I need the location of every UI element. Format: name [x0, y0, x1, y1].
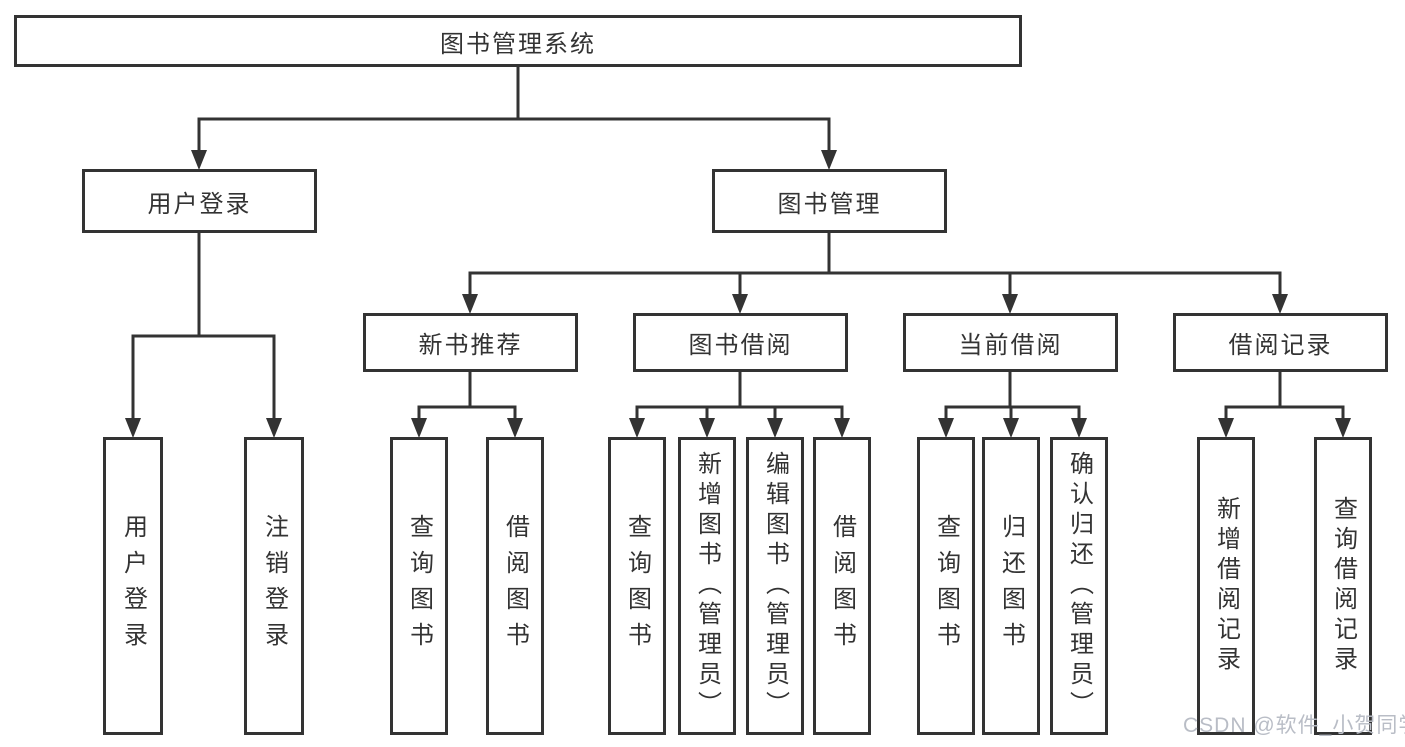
arrow-down-icon [1003, 418, 1019, 438]
node-library-system: 图书管理系统 [14, 15, 1022, 67]
connector-borrow-records-children [1224, 372, 1345, 421]
leaf-return-books: 归还图书 [982, 437, 1040, 735]
leaf-label: 编辑图书（管理员） [761, 451, 789, 721]
leaf-label: 查询借阅记录 [1329, 496, 1357, 676]
arrow-down-icon [1335, 418, 1351, 438]
connector-book-borrow-children [635, 372, 844, 421]
arrowheads [125, 150, 1351, 438]
leaf-label: 确认归还（管理员） [1065, 451, 1093, 721]
connector-new-book-recommend-children [417, 372, 517, 421]
node-label: 图书管理系统 [440, 30, 596, 58]
leaf-label: 查询图书 [932, 514, 960, 658]
connector-current-borrow-children [944, 372, 1081, 421]
arrow-down-icon [1071, 418, 1087, 438]
leaf-query-books-recommend: 查询图书 [390, 437, 448, 735]
arrow-down-icon [125, 418, 141, 438]
leaf-borrow-books: 借阅图书 [813, 437, 871, 735]
leaf-label: 借阅图书 [828, 514, 856, 658]
arrow-down-icon [462, 294, 478, 314]
arrow-down-icon [767, 418, 783, 438]
node-label: 用户登录 [147, 190, 252, 218]
arrow-down-icon [1002, 294, 1018, 314]
connector-book-management-children [468, 233, 1282, 297]
node-borrow-records: 借阅记录 [1173, 313, 1388, 372]
node-current-borrow: 当前借阅 [903, 313, 1118, 372]
node-book-borrow: 图书借阅 [633, 313, 848, 372]
arrow-down-icon [821, 150, 837, 170]
leaf-label: 借阅图书 [501, 514, 529, 658]
leaf-add-borrow-record: 新增借阅记录 [1197, 437, 1255, 735]
leaf-confirm-return-admin: 确认归还（管理员） [1050, 437, 1108, 735]
node-label: 新书推荐 [418, 332, 523, 359]
arrow-down-icon [1272, 294, 1288, 314]
watermark: CSDN @软件_小贺同学 [1183, 714, 1405, 737]
arrow-down-icon [938, 418, 954, 438]
leaf-query-books-borrow: 查询图书 [608, 437, 666, 735]
leaf-label: 用户登录 [119, 514, 147, 658]
node-label: 图书管理 [777, 190, 882, 218]
leaf-label: 注销登录 [260, 514, 288, 658]
leaf-query-borrow-record: 查询借阅记录 [1314, 437, 1372, 735]
leaf-label: 归还图书 [997, 514, 1025, 658]
arrow-down-icon [266, 418, 282, 438]
arrow-down-icon [507, 418, 523, 438]
node-book-management: 图书管理 [712, 169, 947, 233]
node-label: 当前借阅 [958, 332, 1063, 359]
arrow-down-icon [834, 418, 850, 438]
leaf-label: 查询图书 [405, 514, 433, 658]
leaf-borrow-books-recommend: 借阅图书 [486, 437, 544, 735]
arrow-down-icon [629, 418, 645, 438]
arrow-down-icon [411, 418, 427, 438]
leaf-logout: 注销登录 [244, 437, 304, 735]
leaf-label: 新增图书（管理员） [693, 451, 721, 721]
arrow-down-icon [699, 418, 715, 438]
leaf-edit-books-admin: 编辑图书（管理员） [746, 437, 804, 735]
leaf-add-books-admin: 新增图书（管理员） [678, 437, 736, 735]
arrow-down-icon [732, 294, 748, 314]
node-label: 借阅记录 [1228, 332, 1333, 359]
leaf-label: 新增借阅记录 [1212, 496, 1240, 676]
leaf-label: 查询图书 [623, 514, 651, 658]
arrow-down-icon [191, 150, 207, 170]
node-new-book-recommend: 新书推荐 [363, 313, 578, 372]
leaf-user-login: 用户登录 [103, 437, 163, 735]
node-label: 图书借阅 [688, 332, 793, 359]
connector-root-to-level2 [197, 67, 831, 153]
arrow-down-icon [1218, 418, 1234, 438]
connector-user-login-children [131, 233, 276, 421]
leaf-query-books-current: 查询图书 [917, 437, 975, 735]
node-user-login: 用户登录 [82, 169, 317, 233]
